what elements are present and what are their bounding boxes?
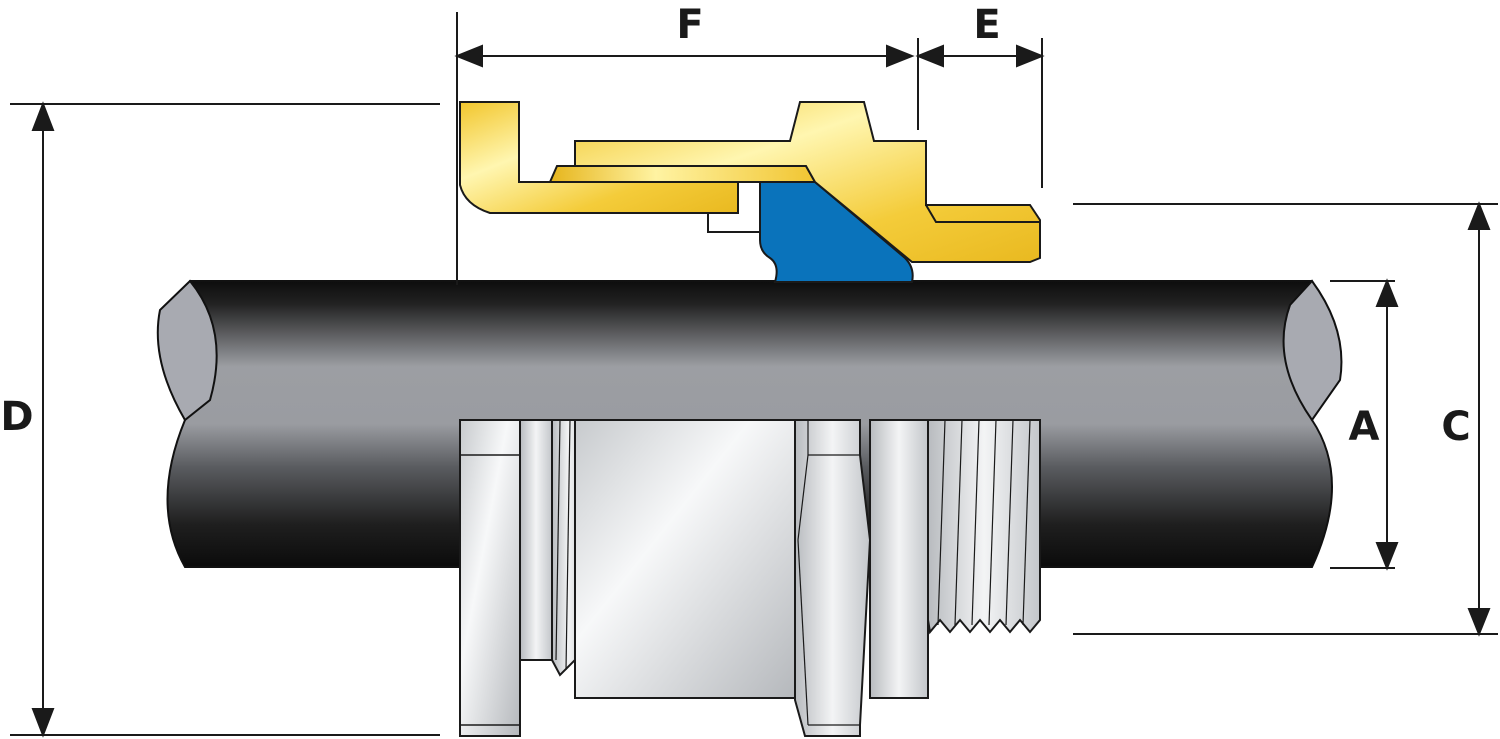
label-A: A (1349, 404, 1380, 450)
gland-tube (548, 165, 817, 183)
label-E: E (973, 2, 1000, 48)
cable-end-left (156, 279, 218, 422)
metal-thread-tail (927, 419, 1041, 635)
gland-nut-inner (925, 204, 1040, 223)
metal-main-body (574, 419, 796, 699)
metal-right-body (869, 419, 929, 699)
gland-inner-step (707, 213, 760, 233)
cable-end-right (1282, 279, 1343, 422)
label-C: C (1441, 404, 1470, 450)
gland-nut (574, 101, 1041, 263)
seal-blue (759, 181, 914, 283)
label-F: F (676, 2, 703, 48)
gland-metal-lower (459, 419, 1041, 737)
metal-flange-left (459, 419, 521, 737)
label-D: D (0, 394, 33, 440)
gland-section-upper (459, 101, 1041, 283)
metal-collar (519, 419, 553, 661)
dimension-lines (10, 12, 1498, 738)
thread-lines (937, 419, 1031, 626)
